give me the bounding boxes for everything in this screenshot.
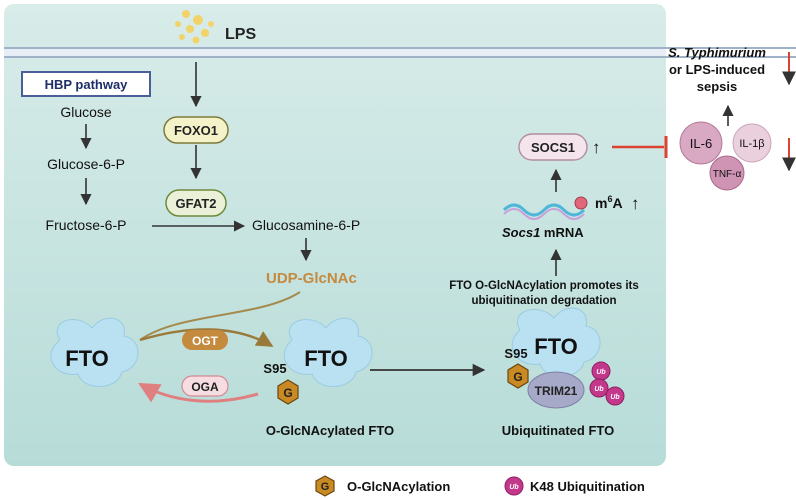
glcnac-symbol-right: G (513, 370, 522, 384)
arrow-ogt-glycosylation (139, 328, 274, 348)
fto-label-right: FTO (534, 334, 578, 359)
m6a-mark-icon (574, 196, 588, 210)
udp-link-curve (139, 291, 301, 341)
s95-label-middle: S95 (263, 361, 286, 376)
fto-protein-icon (50, 317, 139, 387)
tnfa-label: TNF-α (713, 169, 742, 180)
cytokine-cluster (679, 121, 772, 191)
legend-k48-ubiquitination: K48 Ubiquitination (530, 479, 645, 494)
glucose-6-p-label: Glucose-6-P (47, 156, 125, 172)
trim21-icon (527, 371, 585, 409)
ubiquitin-chain-icon (589, 361, 625, 406)
fto-label-middle: FTO (304, 346, 348, 371)
mrna-wave-icon-2 (503, 208, 585, 220)
legend-glcnac-symbol: G (321, 481, 330, 493)
udp-glcnac-label: UDP-GlcNAc (266, 270, 357, 287)
s95-label-right: S95 (504, 346, 527, 361)
foxo1-label: FOXO1 (174, 123, 218, 138)
oga-label: OGA (191, 380, 219, 394)
mrna-wave-icon (502, 203, 586, 217)
fto-glcnacylated-icon (283, 317, 373, 387)
legend-ub-symbol: Ub (509, 484, 519, 491)
il1b-label: IL-1β (739, 138, 764, 150)
hbp-pathway-box (21, 71, 151, 97)
sepsis-line-2: or LPS-induced (669, 62, 765, 77)
inhibition-bar-icon (612, 136, 668, 158)
foxo1-pill (163, 116, 229, 144)
mechanism-line-2: ubiquitination degradation (471, 295, 616, 307)
legend-o-glcnacylation: O-GlcNAcylation (347, 479, 450, 494)
il6-label: IL-6 (690, 136, 712, 151)
lps-particles-icon (175, 10, 214, 44)
legend-glcnac-hexagon-icon (315, 475, 335, 497)
oga-pill (181, 375, 229, 397)
gfat2-label: GFAT2 (176, 196, 217, 211)
caption-glcnacylated-fto: O-GlcNAcylated FTO (266, 423, 394, 438)
fto-label-left: FTO (65, 346, 109, 371)
ub-symbol-2: Ub (594, 386, 604, 393)
trim21-label: TRIM21 (535, 384, 578, 398)
glcnac-symbol-middle: G (283, 386, 292, 400)
o-glcnac-hexagon-icon (277, 379, 299, 405)
ogt-pill (182, 330, 228, 350)
lps-label: LPS (225, 26, 256, 43)
socs1-pill (518, 133, 588, 161)
m6a-up-arrow: ↑ (631, 194, 640, 213)
caption-ubiquitinated-fto: Ubiquitinated FTO (502, 423, 614, 438)
glucosamine-6-p-label: Glucosamine-6-P (252, 217, 360, 233)
cell-membrane (4, 47, 796, 58)
socs1-label: SOCS1 (531, 140, 575, 155)
glucose-label: Glucose (60, 104, 112, 120)
sepsis-line-1: S. Typhimurium (668, 45, 766, 60)
ub-symbol-3: Ub (610, 394, 620, 401)
socs1-up-arrow: ↑ (592, 138, 601, 157)
o-glcnac-hexagon-icon-right (507, 363, 529, 389)
legend-ub-icon (504, 476, 524, 496)
fructose-6-p-label: Fructose-6-P (46, 217, 127, 233)
mechanism-line-1: FTO O-GlcNAcylation promotes its (449, 280, 639, 292)
arrow-oga-deglycosylation (138, 382, 259, 403)
hbp-pathway-title: HBP pathway (45, 77, 129, 92)
socs1-mrna-label: Socs1 mRNA (502, 225, 584, 240)
gfat2-pill (165, 189, 227, 217)
fto-ubiquitinated-icon (511, 307, 601, 377)
m6a-label: m6A (595, 194, 623, 211)
sepsis-line-3: sepsis (697, 79, 737, 94)
ub-symbol-1: Ub (596, 369, 606, 376)
ogt-label: OGT (192, 334, 219, 348)
